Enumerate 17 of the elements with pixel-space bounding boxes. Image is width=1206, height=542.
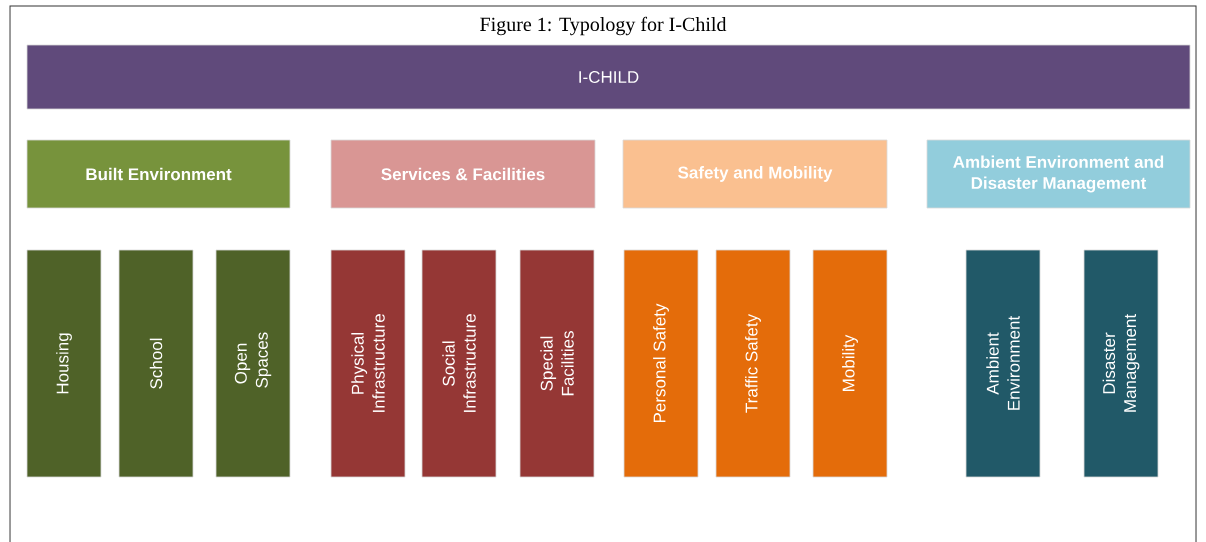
category-bar: Personal Safety (623, 249, 699, 478)
category-bar: Ambient Environment (965, 249, 1041, 478)
category-bar: Open Spaces (215, 249, 291, 478)
category-box: Built Environment (26, 139, 291, 209)
header-box: I-CHILD (26, 44, 1191, 110)
category-bar: Physical Infrastructure (330, 249, 406, 478)
category-bar: Traffic Safety (715, 249, 791, 478)
category-bar: Social Infrastructure (421, 249, 497, 478)
figure-title: Figure 1: Typology for I-Child (480, 16, 727, 36)
category-box: Ambient Environment and Disaster Management (926, 139, 1191, 209)
category-bar: Housing (26, 249, 102, 478)
category-box: Safety and Mobility (622, 139, 888, 209)
category-bar: Disaster Management (1083, 249, 1159, 478)
category-bar: School (118, 249, 194, 478)
category-box: Services & Facilities (330, 139, 596, 209)
category-bar: Mobility (812, 249, 888, 478)
category-bar: Special Facilities (519, 249, 595, 478)
